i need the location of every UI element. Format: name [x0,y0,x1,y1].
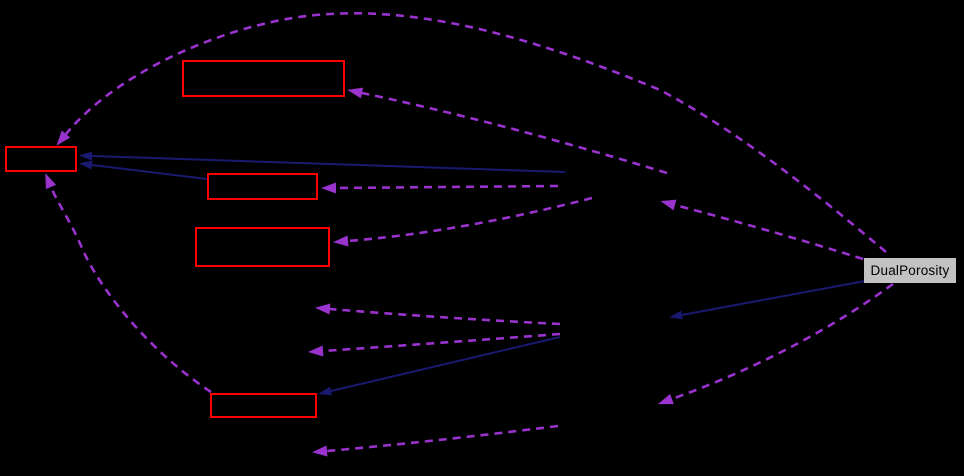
node-dualporosity-label: DualPorosity [870,263,950,278]
edge-hidden-b-to-left-2 [308,332,561,357]
edge-hidden-a-to-box1 [347,87,668,175]
node-box-4[interactable] [210,393,317,418]
edge-hidden-a-to-box3 [333,196,593,247]
node-box-topleft[interactable] [5,146,77,172]
node-box-1[interactable] [182,60,345,97]
node-box-3[interactable] [195,227,330,267]
edge-inherit-box2-to-topleft [79,160,208,180]
edge-dp-to-hidden-c [657,282,894,405]
node-dualporosity: DualPorosity [864,258,956,283]
edge-hidden-c-to-left [312,424,559,457]
edge-hidden-a-to-box2 [321,182,559,194]
edge-box4-to-topleft-arc [45,173,212,394]
edge-inherit-hidden-a-to-topleft [79,151,566,173]
edge-inherit-hidden-b-to-box4 [318,336,561,396]
edge-dp-to-hidden-a [660,199,864,261]
node-box-2[interactable] [207,173,318,200]
edge-inherit-dp-to-hidden-b [669,280,866,320]
edge-hidden-b-to-left-1 [315,303,561,326]
edge-dp-to-topleft-arc [56,12,887,253]
